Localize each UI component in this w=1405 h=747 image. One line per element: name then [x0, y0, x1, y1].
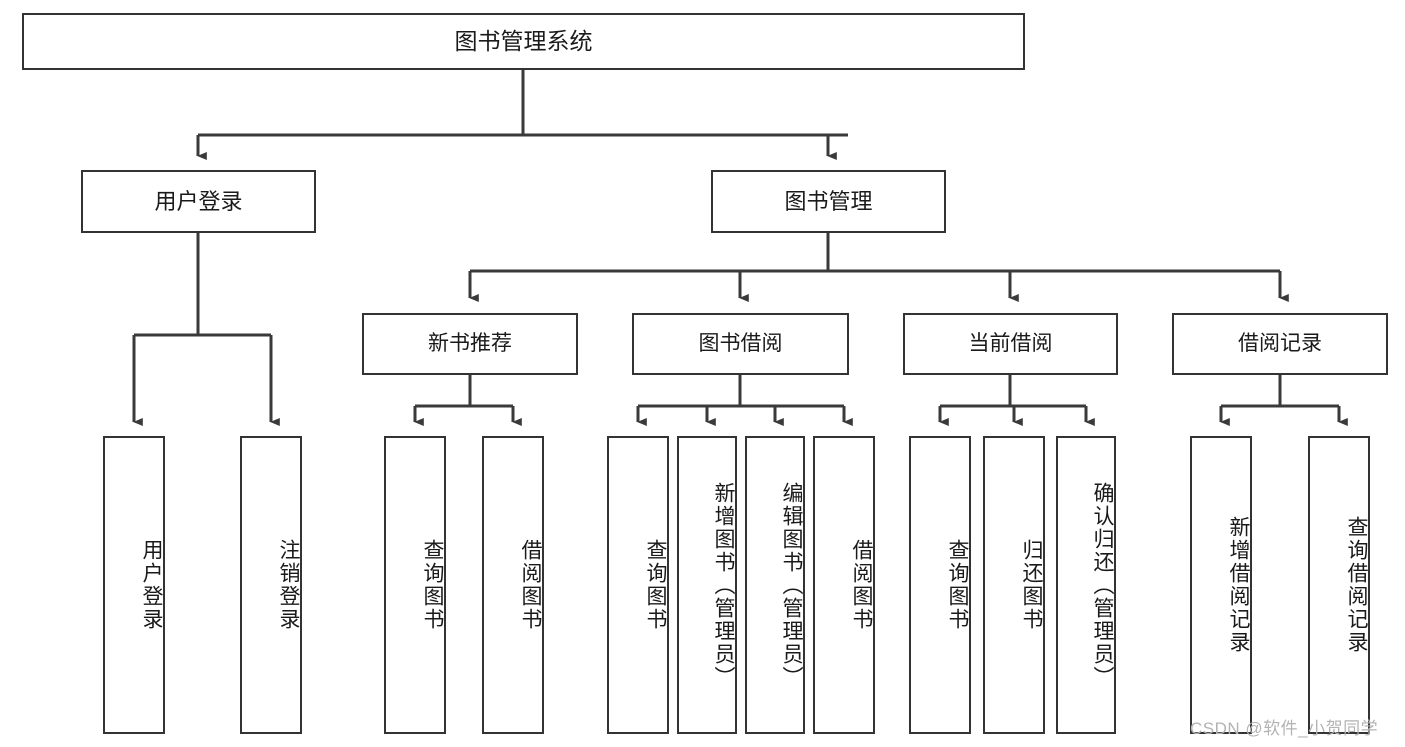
node-user-login[interactable]: 用户登录: [81, 170, 316, 233]
leaf-confirm-return-admin[interactable]: 确认归还（管理员）: [1056, 436, 1116, 734]
watermark: CSDN @软件_小贺同学: [1190, 719, 1379, 738]
node-book-management[interactable]: 图书管理: [711, 170, 946, 233]
leaf-query-book-borrow[interactable]: 查询图书: [607, 436, 669, 734]
leaf-query-book-newbook[interactable]: 查询图书: [384, 436, 446, 734]
leaf-label: 归还图书: [1020, 539, 1043, 631]
leaf-borrow-book[interactable]: 借阅图书: [813, 436, 875, 734]
leaf-label: 借阅图书: [519, 539, 542, 631]
leaf-query-book-current[interactable]: 查询图书: [909, 436, 971, 734]
leaf-query-borrow-record[interactable]: 查询借阅记录: [1308, 436, 1370, 734]
leaf-borrow-book-newbook[interactable]: 借阅图书: [482, 436, 544, 734]
leaf-label: 新增图书（管理员）: [712, 481, 735, 689]
leaf-label: 查询借阅记录: [1345, 516, 1368, 654]
leaf-label: 查询图书: [946, 539, 969, 631]
leaf-add-borrow-record[interactable]: 新增借阅记录: [1190, 436, 1252, 734]
leaf-label: 查询图书: [421, 539, 444, 631]
node-borrow-record[interactable]: 借阅记录: [1172, 313, 1388, 375]
leaf-label: 确认归还（管理员）: [1091, 481, 1114, 689]
node-current-borrow[interactable]: 当前借阅: [903, 313, 1118, 375]
leaf-label: 编辑图书（管理员）: [780, 481, 803, 689]
leaf-label: 注销登录: [277, 539, 300, 631]
leaf-label: 查询图书: [644, 539, 667, 631]
leaf-add-book-admin[interactable]: 新增图书（管理员）: [677, 436, 737, 734]
leaf-logout[interactable]: 注销登录: [240, 436, 302, 734]
leaf-user-login[interactable]: 用户登录: [103, 436, 165, 734]
leaf-return-book[interactable]: 归还图书: [983, 436, 1045, 734]
leaf-label: 用户登录: [140, 539, 163, 631]
leaf-label: 借阅图书: [850, 539, 873, 631]
node-new-book-recommend[interactable]: 新书推荐: [362, 313, 578, 375]
leaf-edit-book-admin[interactable]: 编辑图书（管理员）: [745, 436, 805, 734]
node-book-borrow[interactable]: 图书借阅: [632, 313, 849, 375]
node-root-system[interactable]: 图书管理系统: [22, 13, 1025, 70]
leaf-label: 新增借阅记录: [1227, 516, 1250, 654]
